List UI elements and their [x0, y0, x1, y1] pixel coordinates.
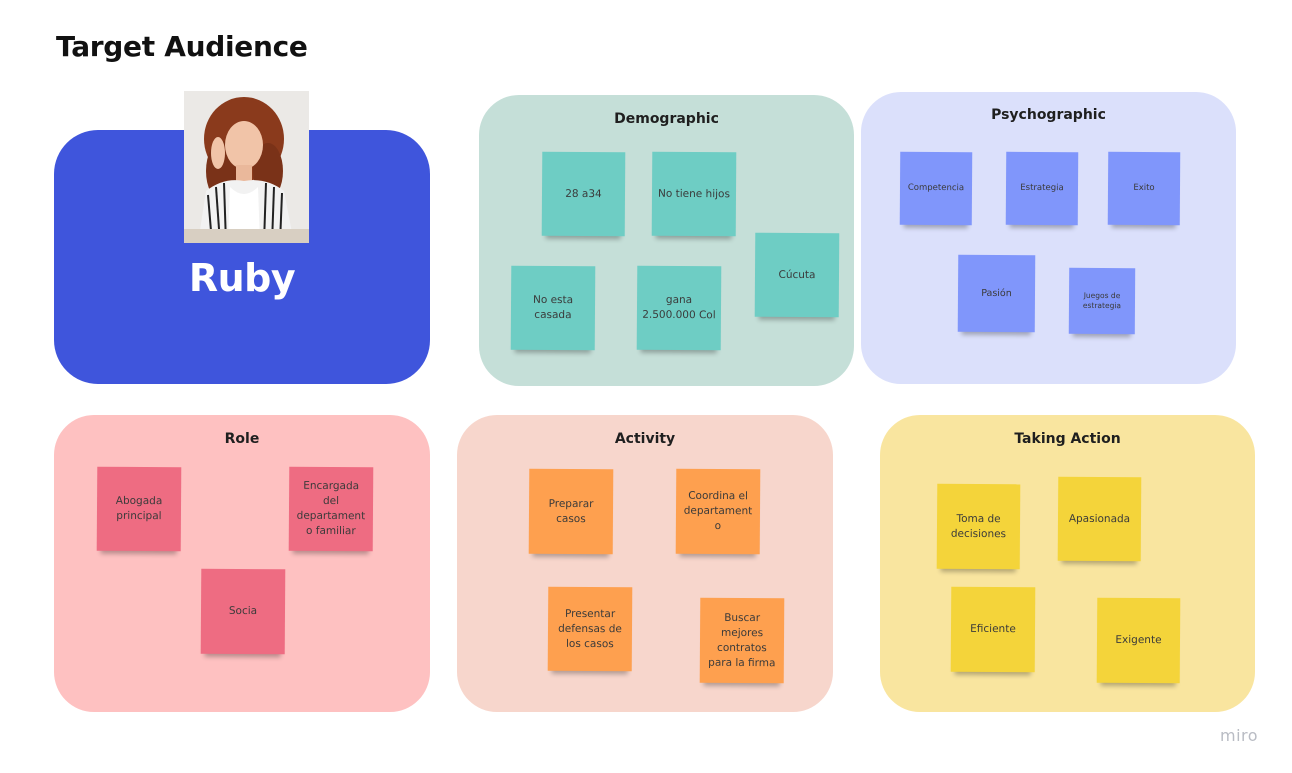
portrait-image — [184, 91, 309, 243]
sticky-note[interactable]: Estrategia — [1005, 151, 1079, 226]
sticky-note[interactable]: Presentar defensas de los casos — [547, 586, 633, 672]
panel-title-demographic: Demographic — [614, 111, 719, 127]
sticky-note[interactable]: Apasionada — [1057, 476, 1142, 562]
sticky-note[interactable]: Exito — [1107, 151, 1181, 226]
panel-title-taking-action: Taking Action — [1014, 431, 1121, 447]
panel-title-psychographic: Psychographic — [991, 107, 1106, 123]
sticky-note[interactable]: Pasión — [957, 254, 1036, 333]
panel-title-role: Role — [224, 431, 260, 447]
sticky-note[interactable]: Competencia — [899, 151, 973, 226]
panel-psychographic[interactable]: Psychographic — [861, 92, 1236, 384]
persona-name: Ruby — [188, 256, 296, 300]
sticky-note[interactable]: Encargada del departament o familiar — [288, 466, 374, 552]
sticky-note[interactable]: Socia — [200, 568, 286, 655]
sticky-note[interactable]: Cúcuta — [754, 232, 840, 318]
page-title: Target Audience — [56, 30, 308, 63]
sticky-note[interactable]: Buscar mejores contratos para la firma — [699, 597, 785, 684]
sticky-note[interactable]: 28 a34 — [541, 151, 626, 237]
sticky-note[interactable]: gana 2.500.000 Col — [636, 265, 722, 351]
miro-logo: miro — [1220, 726, 1259, 745]
persona-photo[interactable] — [184, 91, 309, 243]
sticky-note[interactable]: Juegos de estrategia — [1068, 267, 1136, 335]
panel-role[interactable]: Role — [54, 415, 430, 712]
sticky-note[interactable]: Toma de decisiones — [936, 483, 1021, 570]
sticky-note[interactable]: Exigente — [1096, 597, 1181, 684]
sticky-note[interactable]: Preparar casos — [528, 468, 614, 555]
sticky-note[interactable]: Eficiente — [950, 586, 1036, 673]
sticky-note[interactable]: No esta casada — [510, 265, 596, 351]
panel-title-activity: Activity — [614, 431, 676, 447]
sticky-note[interactable]: Abogada principal — [96, 466, 182, 552]
sticky-note[interactable]: Coordina el departament o — [675, 468, 761, 555]
sticky-note[interactable]: No tiene hijos — [651, 151, 737, 237]
